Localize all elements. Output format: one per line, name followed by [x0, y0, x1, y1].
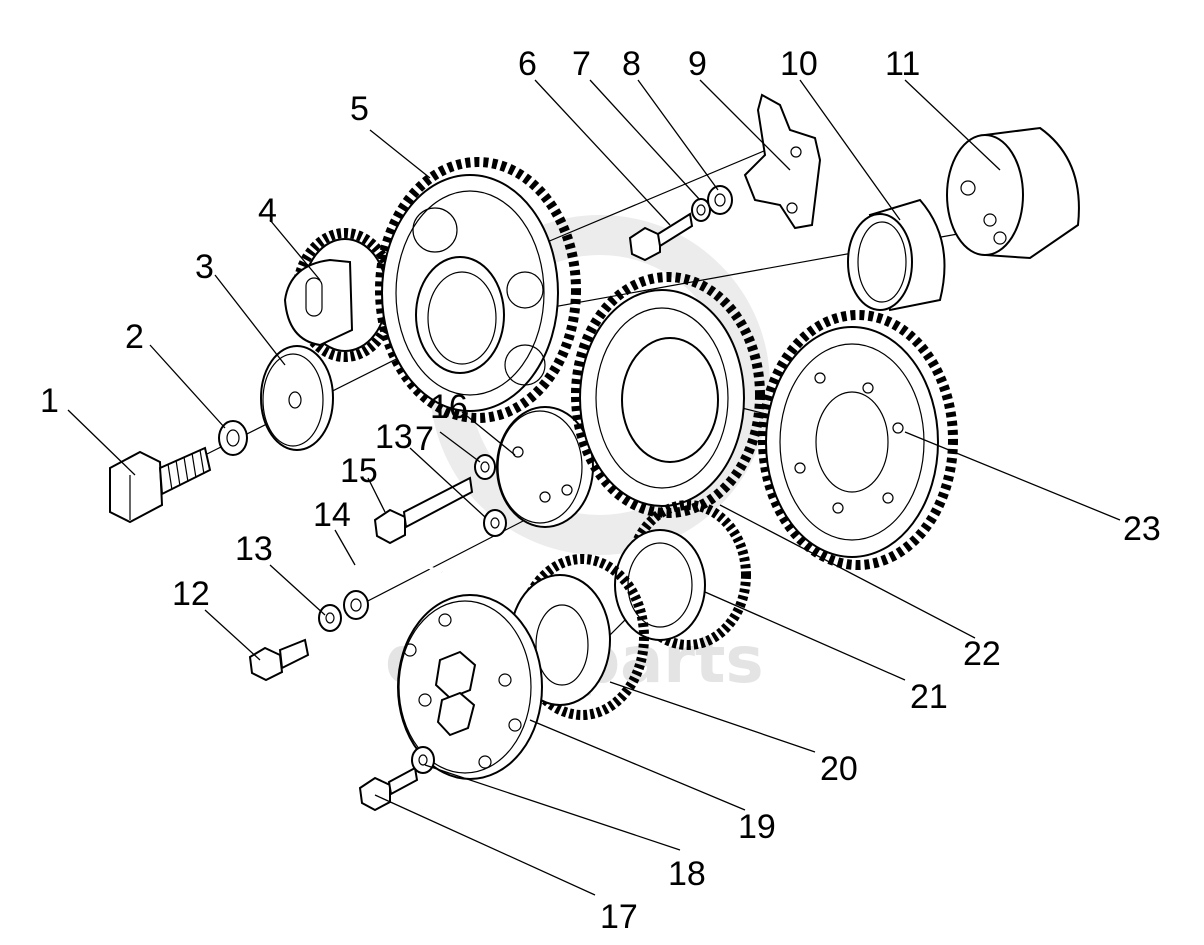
callout-1: 1: [40, 382, 59, 420]
callout-8: 8: [622, 45, 641, 83]
callout-14: 14: [313, 496, 351, 534]
callout-3: 3: [195, 248, 214, 286]
part-13-washer-lower: [318, 604, 342, 632]
part-23-crank-gear: [758, 310, 958, 570]
callout-6: 6: [518, 45, 537, 83]
callout-9: 9: [688, 45, 707, 83]
callout-21: 21: [910, 678, 948, 716]
callout-13-lower: 13: [235, 530, 273, 568]
part-12-banjo-bolt: [248, 638, 310, 682]
part-6-bolt: [628, 212, 694, 262]
part-2-washer: [218, 420, 248, 456]
callout-23: 23: [1123, 510, 1161, 548]
callout-18: 18: [668, 855, 706, 893]
callout-17: 17: [600, 898, 638, 936]
part-14-oil-pipe: [343, 543, 443, 620]
callout-15: 15: [340, 452, 378, 490]
part-15-long-bolt: [373, 476, 474, 545]
callout-2: 2: [125, 318, 144, 356]
part-11-cap: [946, 126, 1080, 260]
part-7-washer: [691, 198, 711, 222]
part-3-thrust-plate: [260, 345, 334, 451]
part-16-idler-plate: [496, 406, 594, 528]
part-19-flange: [397, 594, 543, 780]
callout-22: 22: [963, 635, 1001, 673]
callout-7-second: 7: [415, 420, 434, 458]
callout-12: 12: [172, 575, 210, 613]
part-13-washer-upper: [483, 509, 507, 537]
leader-lines: [67, 79, 1121, 896]
callout-20: 20: [820, 750, 858, 788]
part-9-bracket: [743, 93, 822, 230]
part-10-bushing: [847, 198, 946, 312]
callout-labels: 1 2 3 4 5 6 7 8 9 10 11 12 13 14 15 16 1…: [40, 45, 1161, 936]
part-17-flange-bolt: [358, 766, 419, 812]
callout-5: 5: [350, 90, 369, 128]
callout-4: 4: [258, 192, 277, 230]
part-5-large-gear: [375, 157, 581, 423]
callout-16: 16: [430, 388, 468, 426]
callout-7: 7: [572, 45, 591, 83]
part-18-lock-washer: [411, 746, 435, 774]
callout-10: 10: [780, 45, 818, 83]
callout-19: 19: [738, 808, 776, 846]
callout-13-upper: 13: [375, 418, 413, 456]
callout-11: 11: [885, 45, 920, 83]
part-1-hex-bolt: [109, 446, 212, 524]
part-8-washer: [707, 185, 733, 215]
part-7-washer-second: [474, 454, 496, 480]
part-22-idler-gear: [571, 272, 765, 518]
